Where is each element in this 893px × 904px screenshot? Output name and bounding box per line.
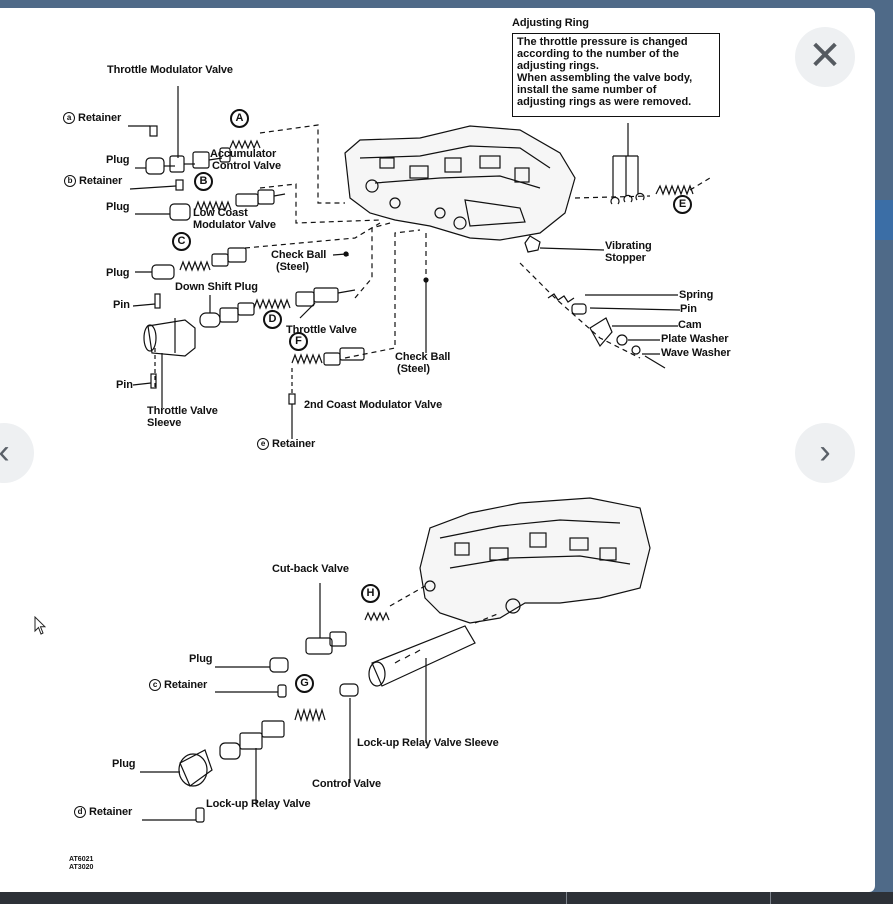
circle-letter-G: G bbox=[295, 674, 314, 693]
mouse-cursor-icon bbox=[34, 615, 47, 641]
label-check-ball: Check Ball bbox=[271, 249, 327, 261]
label-check-ball-2-steel: (Steel) bbox=[397, 363, 430, 375]
label-2nd-coast-modulator-valve: 2nd Coast Modulator Valve bbox=[304, 399, 443, 411]
next-image-button[interactable]: › bbox=[795, 423, 855, 483]
label-down-shift-plug: Down Shift Plug bbox=[175, 281, 258, 293]
label-plug: Plug bbox=[189, 653, 213, 665]
circle-letter-A: A bbox=[230, 109, 249, 128]
note-line: according to the number of the bbox=[517, 48, 679, 60]
label-throttle-valve-sleeve-line2: Sleeve bbox=[147, 417, 182, 429]
label-plug: Plug bbox=[106, 201, 130, 213]
circle-letter-e: e bbox=[257, 438, 269, 450]
circle-letter-E: E bbox=[673, 195, 692, 214]
label-lock-up-relay-valve: Lock-up Relay Valve bbox=[206, 798, 311, 810]
label-accumulator-control-valve: Accumulator bbox=[210, 148, 277, 160]
diagram-drawing bbox=[128, 86, 711, 823]
note-line: adjusting rings as were removed. bbox=[517, 96, 692, 108]
label-low-coast-modulator-valve-line2: Modulator Valve bbox=[193, 219, 276, 231]
label-vibrating-stopper-line2: Stopper bbox=[605, 252, 646, 264]
label-cam: Cam bbox=[678, 319, 702, 331]
note-line: When assembling the valve body, bbox=[517, 72, 693, 84]
label-throttle-modulator-valve: Throttle Modulator Valve bbox=[107, 64, 233, 76]
circle-letter-C: C bbox=[172, 232, 191, 251]
toolbar-divider bbox=[566, 892, 567, 904]
label-plug: Plug bbox=[112, 758, 136, 770]
label-check-ball-2: Check Ball bbox=[395, 351, 451, 363]
note-line: adjusting rings. bbox=[517, 60, 599, 72]
valve-body-exploded-diagram: Adjusting Ring The throttle pressure is … bbox=[0, 8, 875, 892]
circle-letter-b: b bbox=[64, 175, 76, 187]
label-lock-up-relay-valve-sleeve: Lock-up Relay Valve Sleeve bbox=[357, 737, 499, 749]
circle-letter-B: B bbox=[194, 172, 213, 191]
label-plate-washer: Plate Washer bbox=[661, 333, 729, 345]
circle-letter-D: D bbox=[263, 310, 282, 329]
label-plug: Plug bbox=[106, 267, 130, 279]
figure-code: AT3020 bbox=[69, 864, 94, 871]
label-wave-washer: Wave Washer bbox=[661, 347, 731, 359]
label-pin: Pin bbox=[113, 299, 130, 311]
label-plug: Plug bbox=[106, 154, 130, 166]
figure-code: AT6021 bbox=[69, 856, 94, 863]
label-vibrating-stopper: Vibrating bbox=[605, 240, 652, 252]
circle-letter-a: a bbox=[63, 112, 75, 124]
label-accumulator-control-valve-line2: Control Valve bbox=[212, 160, 281, 172]
label-pin: Pin bbox=[116, 379, 133, 391]
label-pin-3: Pin bbox=[680, 303, 697, 315]
circle-letter-H: H bbox=[361, 584, 380, 603]
background-window-edge bbox=[875, 200, 893, 240]
toolbar-divider bbox=[770, 892, 771, 904]
adjusting-ring-note-box: The throttle pressure is changed accordi… bbox=[512, 33, 720, 117]
label-low-coast-modulator-valve: Low Coast bbox=[193, 207, 248, 219]
label-cut-back-valve: Cut-back Valve bbox=[272, 563, 349, 575]
label-control-valve: Control Valve bbox=[312, 778, 381, 790]
adjusting-ring-title: Adjusting Ring bbox=[512, 17, 589, 29]
bottom-toolbar bbox=[0, 892, 893, 904]
circle-letter-d: d bbox=[74, 806, 86, 818]
cursor-arrow bbox=[34, 615, 47, 635]
note-line: The throttle pressure is changed bbox=[517, 36, 688, 48]
circle-letter-F: F bbox=[289, 332, 308, 351]
label-spring: Spring bbox=[679, 289, 714, 301]
label-throttle-valve-sleeve: Throttle Valve bbox=[147, 405, 218, 417]
note-line: install the same number of bbox=[517, 84, 657, 96]
circle-letter-c: c bbox=[149, 679, 161, 691]
label-check-ball-steel: (Steel) bbox=[276, 261, 309, 273]
close-icon[interactable]: ✕ bbox=[795, 27, 855, 87]
